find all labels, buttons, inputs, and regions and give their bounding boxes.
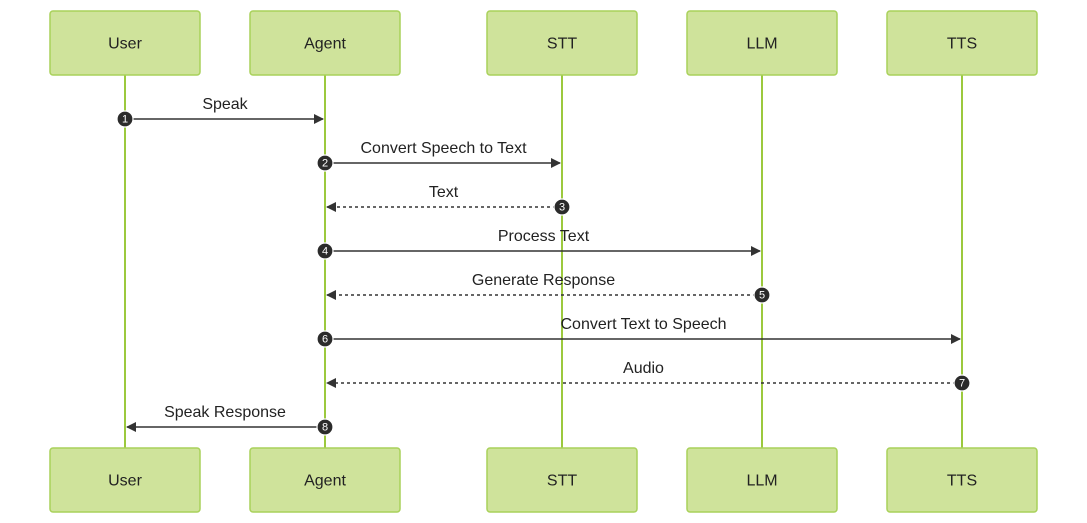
- sequence-number: 4: [322, 246, 328, 258]
- message-2: Convert Speech to Text 2: [316, 140, 561, 172]
- participant-box: [686, 10, 838, 76]
- participants-bottom: User Agent STT LLM TTS: [49, 447, 1038, 513]
- message-1: Speak 1: [116, 96, 324, 128]
- participant-box: [49, 447, 201, 513]
- participant-box: [686, 447, 838, 513]
- sequence-number: 2: [322, 158, 328, 170]
- sequence-number-badge: [316, 242, 334, 260]
- participant-label: STT: [547, 36, 577, 53]
- participant-box: [249, 10, 401, 76]
- participant-agent-top: Agent: [249, 10, 401, 76]
- participant-label: Agent: [304, 473, 346, 490]
- sequence-number: 5: [759, 290, 765, 302]
- message-label: Convert Speech to Text: [360, 140, 527, 157]
- message-label: Text: [429, 184, 459, 201]
- participant-tts-top: TTS: [886, 10, 1038, 76]
- message-8: Speak Response 8: [126, 404, 334, 436]
- sequence-number: 1: [122, 114, 128, 126]
- sequence-number-badge: [316, 154, 334, 172]
- message-label: Speak: [202, 96, 248, 113]
- participant-label: TTS: [947, 36, 977, 53]
- message-label: Generate Response: [472, 272, 615, 289]
- participant-stt-bottom: STT: [486, 447, 638, 513]
- message-label: Process Text: [498, 228, 590, 245]
- participant-box: [486, 447, 638, 513]
- participant-llm-top: LLM: [686, 10, 838, 76]
- message-7: Audio 7: [326, 360, 971, 392]
- participant-label: User: [108, 473, 142, 490]
- participant-user-top: User: [49, 10, 201, 76]
- sequence-number: 6: [322, 334, 328, 346]
- participant-label: Agent: [304, 36, 346, 53]
- message-6: Convert Text to Speech 6: [316, 316, 961, 348]
- participant-box: [886, 10, 1038, 76]
- participant-box: [886, 447, 1038, 513]
- participant-llm-bottom: LLM: [686, 447, 838, 513]
- participant-agent-bottom: Agent: [249, 447, 401, 513]
- participant-user-bottom: User: [49, 447, 201, 513]
- participant-label: LLM: [746, 473, 777, 490]
- participant-box: [486, 10, 638, 76]
- participant-box: [49, 10, 201, 76]
- message-label: Speak Response: [164, 404, 286, 421]
- sequence-number: 7: [959, 378, 965, 390]
- participant-label: User: [108, 36, 142, 53]
- participant-label: LLM: [746, 36, 777, 53]
- sequence-number-badge: [553, 198, 571, 216]
- participants-top: User Agent STT LLM TTS: [49, 10, 1038, 76]
- participant-box: [249, 447, 401, 513]
- participant-tts-bottom: TTS: [886, 447, 1038, 513]
- sequence-number-badge: [316, 418, 334, 436]
- sequence-number-badge: [116, 110, 134, 128]
- sequence-number: 3: [559, 202, 565, 214]
- participant-label: TTS: [947, 473, 977, 490]
- lifelines: [124, 75, 963, 448]
- participant-stt-top: STT: [486, 10, 638, 76]
- sequence-number: 8: [322, 422, 328, 434]
- message-4: Process Text 4: [316, 228, 761, 260]
- message-3: Text 3: [326, 184, 571, 216]
- message-label: Convert Text to Speech: [560, 316, 726, 333]
- message-5: Generate Response 5: [326, 272, 771, 304]
- sequence-number-badge: [953, 374, 971, 392]
- participant-label: STT: [547, 473, 577, 490]
- sequence-number-badge: [316, 330, 334, 348]
- message-label: Audio: [623, 360, 664, 377]
- sequence-number-badge: [753, 286, 771, 304]
